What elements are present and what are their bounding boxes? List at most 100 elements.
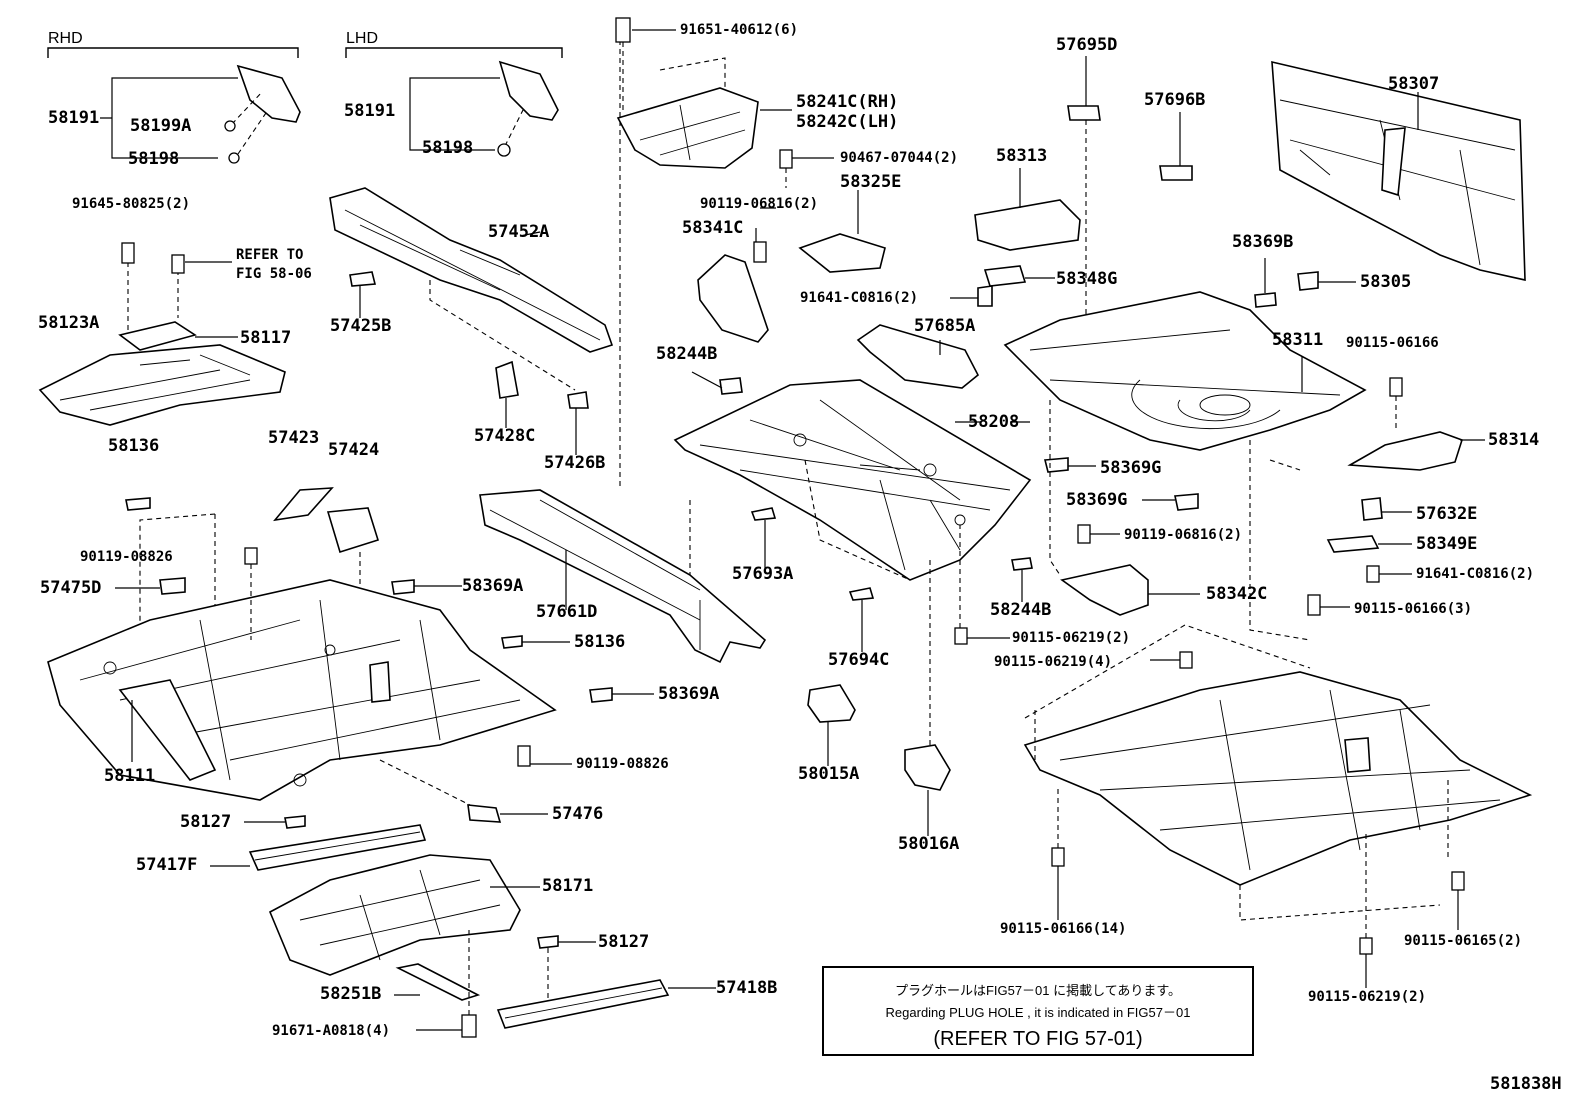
part-label: 91671-A0818(4) [272, 1023, 391, 1039]
part-label: 58199A [130, 116, 192, 136]
part-label: 57632E [1416, 504, 1478, 524]
part-label: 57694C [828, 650, 890, 670]
part-label: 90467-07044(2) [840, 150, 959, 166]
part-label: 58242C(LH) [796, 112, 899, 132]
note-reference: (REFER TO FIG 57-01) [933, 1028, 1143, 1050]
clip-57695D [1067, 105, 1101, 121]
part-label: 57685A [914, 316, 976, 336]
bracket-58015A [807, 684, 856, 723]
part-label: 57661D [536, 602, 598, 622]
plug-hole-note: プラグホールはFIG57－01 に掲載してあります。 Regarding PLU… [822, 966, 1254, 1056]
bracket-57423 [273, 487, 334, 522]
bracket-58313 [974, 199, 1081, 251]
part-label: 58369A [462, 576, 524, 596]
part-label: 57475D [40, 578, 102, 598]
part-label: 57452A [488, 222, 550, 242]
part-label: 58369A [658, 684, 720, 704]
part-label: 57425B [330, 316, 392, 336]
part-label: 58016A [898, 834, 960, 854]
bracket-57424 [326, 507, 380, 554]
floor-pan-rear-lower [1023, 671, 1533, 886]
rhd-label: RHD [48, 30, 83, 47]
clip-57696B [1159, 165, 1193, 181]
part-label: 58251B [320, 984, 382, 1004]
part-label: 58313 [996, 146, 1048, 166]
part-label: 57424 [328, 440, 380, 460]
part-label: 57696B [1144, 90, 1206, 110]
part-label: 90115-06219(2) [1308, 989, 1427, 1005]
tunnel-58171 [268, 854, 521, 976]
brace-58123A [38, 344, 286, 426]
part-label: 58117 [240, 328, 292, 348]
part-label: 58191 [48, 108, 100, 128]
bracket-58191-rhd [236, 64, 301, 123]
note-japanese: プラグホールはFIG57－01 に掲載してあります。 [894, 983, 1182, 998]
part-label: 58015A [798, 764, 860, 784]
part-label: 58198 [422, 138, 474, 158]
part-label: 90115-06166 [1346, 335, 1439, 351]
part-label: 57417F [136, 855, 198, 875]
part-label: 58123A [38, 313, 100, 333]
part-label: 91641-C0816(2) [1416, 566, 1535, 582]
part-label: 90119-06816(2) [1124, 527, 1243, 543]
refer-note: FIG 58-06 [236, 266, 312, 282]
part-label: 90115-06166(14) [1000, 921, 1127, 937]
sill-57418B [496, 979, 670, 1029]
part-label: 58305 [1360, 272, 1412, 292]
note-english: Regarding PLUG HOLE , it is indicated in… [885, 1005, 1191, 1020]
part-label: 58111 [104, 766, 156, 786]
part-label: 58127 [598, 932, 650, 952]
part-label: 58244B [656, 344, 718, 364]
part-label: 91651-40612(6) [680, 22, 799, 38]
part-label: 90119-06816(2) [700, 196, 819, 212]
part-label: 58171 [542, 876, 594, 896]
bracket-58016A [904, 744, 951, 791]
part-label: 58342C [1206, 584, 1268, 604]
floor-pan-58208 [673, 379, 1032, 581]
part-label: 58325E [840, 172, 902, 192]
part-label: 90115-06165(2) [1404, 933, 1523, 949]
part-label: 90115-06219(2) [1012, 630, 1131, 646]
part-label: 58241C(RH) [796, 92, 899, 112]
rail-57452A [329, 187, 614, 353]
part-label: 58348G [1056, 269, 1118, 289]
part-label: 58369G [1100, 458, 1162, 478]
part-label: 58198 [128, 149, 180, 169]
floor-pan-58311 [1003, 291, 1367, 451]
part-label: 58369G [1066, 490, 1128, 510]
part-label: 58208 [968, 412, 1020, 432]
part-label: 57418B [716, 978, 778, 998]
bracket-58314 [1347, 431, 1463, 471]
bracket-58341C [697, 254, 769, 343]
part-label: 58314 [1488, 430, 1540, 450]
part-label: 58341C [682, 218, 744, 238]
part-label: 58349E [1416, 534, 1478, 554]
part-label: 58244B [990, 600, 1052, 620]
part-label: 58311 [1272, 330, 1324, 350]
bracket-57685A [856, 324, 980, 389]
part-label: 58307 [1388, 74, 1440, 94]
part-label: 57693A [732, 564, 794, 584]
wheelhouse-58241C [616, 87, 759, 169]
cover-58325E [798, 233, 886, 273]
part-label: 58136 [574, 632, 626, 652]
part-label: 57476 [552, 804, 604, 824]
part-label: 90119-08826 [80, 549, 173, 565]
part-label: 90115-06166(3) [1354, 601, 1473, 617]
part-label: 58127 [180, 812, 232, 832]
sill-57417F [248, 824, 427, 871]
part-label: 58191 [344, 101, 396, 121]
part-label: 90119-08826 [576, 756, 669, 772]
part-label: 57428C [474, 426, 536, 446]
bracket-58251B [395, 963, 481, 1001]
lhd-label: LHD [346, 30, 379, 47]
bracket-58191-lhd [498, 60, 559, 121]
part-label: 58136 [108, 436, 160, 456]
refer-note: REFER TO [236, 247, 304, 263]
rail-57661D [479, 489, 767, 664]
part-label: 91641-C0816(2) [800, 290, 919, 306]
bracket-58342C [1060, 564, 1149, 616]
part-label: 58369B [1232, 232, 1294, 252]
